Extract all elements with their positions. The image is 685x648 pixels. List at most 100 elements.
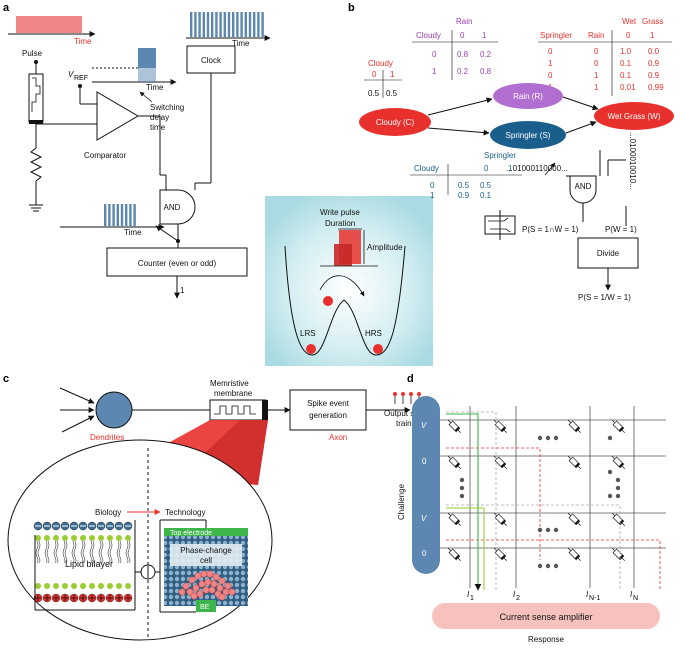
gated-pulse — [108, 204, 111, 226]
time-label-top-right: Time — [232, 39, 250, 48]
amorphous-grain — [198, 580, 206, 588]
rain-r0c0: 0 — [432, 50, 437, 59]
clock-pulse — [232, 12, 235, 37]
lipid-head — [116, 535, 122, 541]
switching-delay-2: delay — [150, 113, 169, 122]
wet-cell: 0 — [594, 47, 599, 56]
lipid-head — [53, 583, 59, 589]
wet-cell: 0.1 — [620, 71, 632, 80]
wet-cell: 0.0 — [648, 47, 660, 56]
amorphous-grain — [178, 588, 186, 596]
wet-cell: 0.9 — [648, 59, 660, 68]
bitstream-vertical: ...0100010010... — [628, 132, 637, 190]
be-label: BE — [200, 604, 210, 611]
biology-label: Biology — [95, 508, 121, 517]
rain-col0: 0 — [460, 31, 465, 40]
wet-cell: 0.01 — [620, 83, 636, 92]
clock-pulse — [257, 12, 260, 37]
sprinkler-rowheader: Cloudy — [414, 164, 439, 173]
crossbar-memristor — [567, 419, 581, 433]
lipid-head — [35, 535, 41, 541]
clock-box — [186, 45, 236, 74]
ellipsis-dot — [537, 435, 543, 441]
crossbar-memristor — [611, 419, 625, 433]
current-2-sub: 2 — [516, 595, 520, 602]
lipid-head — [107, 583, 113, 589]
switching-delay-3: time — [150, 123, 166, 132]
sprinkler-r1c2: 0.1 — [480, 191, 492, 200]
ellipsis-dot — [537, 563, 543, 569]
energy-inset: Write pulse Duration Amplitude LRS HRS — [265, 196, 433, 366]
wet-cell: 1 — [548, 59, 553, 68]
pcm-label-2: cell — [200, 556, 212, 565]
amorphous-region — [178, 570, 236, 601]
bitstream-horizontal: ...01000110000... — [506, 164, 568, 173]
clock-pulse — [211, 12, 214, 37]
hrs-label: HRS — [365, 329, 382, 338]
lrs-label: LRS — [300, 329, 316, 338]
time-label-top-left: Time — [74, 37, 92, 46]
amorphous-grain — [202, 586, 210, 594]
membrane-label-1: Memristive — [210, 379, 249, 388]
amorphous-grain — [218, 577, 226, 585]
panel-a: a Time Time Clock Pulse V REF — [3, 2, 271, 299]
amorphous-grain — [194, 572, 202, 580]
crossbar-memristor — [493, 512, 507, 526]
amorphous-grain — [228, 588, 236, 596]
membrane-label-2: membrane — [214, 389, 253, 398]
wet-cell: 0.1 — [620, 59, 632, 68]
gated-pulse — [125, 204, 128, 226]
voltage-row-2: 0 — [422, 457, 427, 466]
gated-pulse — [112, 204, 115, 226]
clock-pulse — [194, 12, 197, 37]
sprinkler-r0c0: 0 — [430, 181, 435, 190]
clock-pulse — [215, 12, 218, 37]
current-n-sub: N — [633, 595, 638, 602]
lipid-head — [44, 535, 50, 541]
technology-label: Technology — [165, 508, 205, 517]
lipid-head — [80, 583, 86, 589]
crossbar-memristor — [493, 419, 507, 433]
response-label: Response — [528, 635, 565, 644]
gated-pulse — [129, 204, 132, 226]
voltage-row-3: V — [421, 514, 427, 523]
and-label-a: AND — [164, 203, 181, 212]
neuron-soma — [95, 391, 133, 429]
panel-d: d Challenge V 0 V 0 I 1 I 2 I N-1 I N Cu… — [397, 373, 666, 644]
amorphous-grain — [208, 586, 216, 594]
sprinkler-col0: 0 — [484, 164, 489, 173]
crossbar-memristor — [611, 455, 625, 469]
cloudy-prior-val0: 0.5 — [368, 89, 380, 98]
output-label-2: train — [396, 419, 412, 428]
clock-pulse — [202, 12, 205, 37]
spike-event-label-2: generation — [309, 411, 347, 420]
lipid-head — [62, 583, 68, 589]
read-path — [446, 413, 482, 591]
crossbar-memristor — [447, 512, 461, 526]
ellipsis-dot — [615, 477, 621, 483]
ellipsis-dot — [459, 485, 465, 491]
gated-pulse — [120, 204, 124, 226]
sprinkler-r0c2: 0.5 — [480, 181, 492, 190]
crossbar-memristor — [567, 512, 581, 526]
amorphous-grain — [210, 580, 218, 588]
amorphous-grain — [204, 578, 212, 586]
crossbar-memristor — [567, 455, 581, 469]
crossbar-memristor — [493, 547, 507, 561]
crossbar-memristor — [493, 455, 507, 469]
lipid-head — [125, 535, 131, 541]
node-rain — [493, 83, 563, 109]
resistor — [29, 147, 43, 182]
gated-pulse — [104, 204, 107, 226]
clock-pulse — [248, 12, 252, 37]
amorphous-grain — [216, 584, 224, 592]
and-gate-a — [159, 189, 196, 225]
current-2: I — [513, 590, 516, 599]
cloudy-prior-col1: 1 — [390, 70, 395, 79]
wet-cell: 0 — [594, 59, 599, 68]
ellipsis-dot — [459, 477, 465, 483]
panel-label-d: d — [407, 373, 414, 385]
rain-table-title: Rain — [456, 17, 472, 26]
node-cloudy-label: Cloudy (C) — [376, 118, 415, 127]
ellipsis-dot — [553, 435, 559, 441]
